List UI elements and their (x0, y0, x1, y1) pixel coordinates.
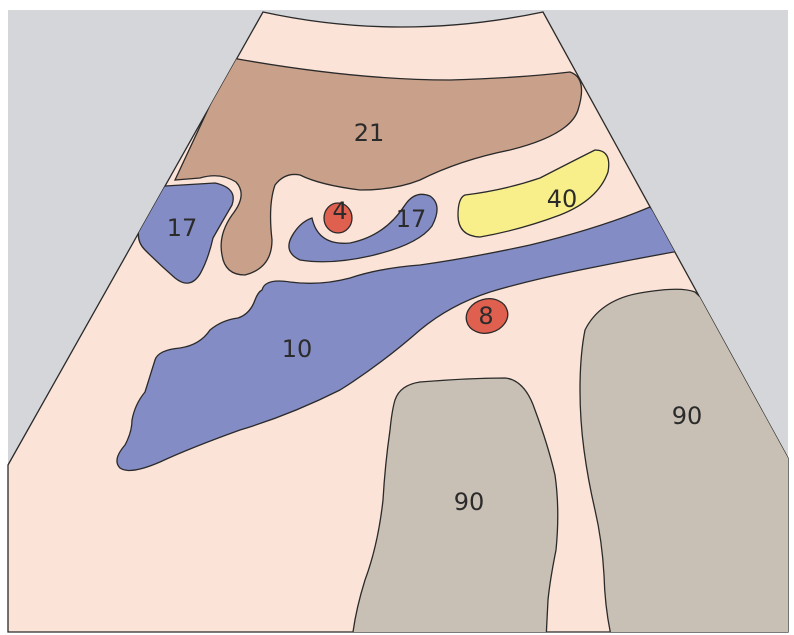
label-10: 10 (282, 335, 313, 363)
label-90-right: 90 (672, 402, 703, 430)
label-17-left: 17 (167, 214, 198, 242)
label-21: 21 (354, 119, 385, 147)
label-8: 8 (478, 302, 493, 330)
label-40: 40 (547, 185, 578, 213)
label-90-center: 90 (454, 488, 485, 516)
label-17-curl: 17 (396, 205, 427, 233)
label-4: 4 (332, 197, 347, 225)
